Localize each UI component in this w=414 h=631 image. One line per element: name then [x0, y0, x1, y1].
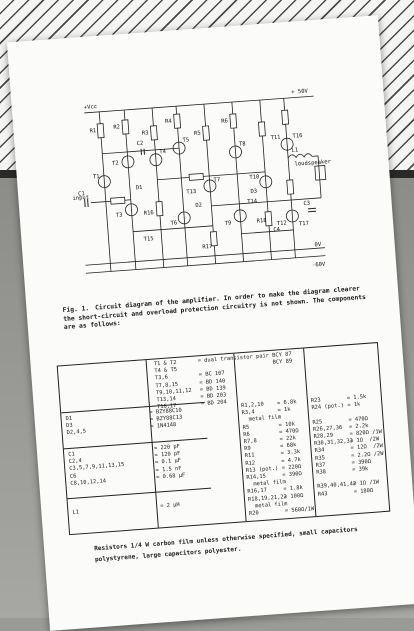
svg-text:R6: R6: [221, 118, 228, 124]
svg-text:T1: T1: [93, 174, 100, 180]
svg-text:T14: T14: [247, 198, 258, 205]
svg-text:T4: T4: [159, 149, 167, 156]
svg-text:T2: T2: [112, 161, 119, 167]
svg-text:D3: D3: [250, 188, 257, 194]
svg-text:R16: R16: [144, 210, 154, 217]
svg-text:D1: D1: [136, 185, 143, 191]
svg-text:+ 50V: + 50V: [291, 88, 309, 95]
svg-text:-60V: -60V: [312, 262, 326, 269]
svg-text:T7: T7: [213, 177, 220, 183]
svg-text:T11: T11: [270, 135, 280, 142]
loudspeaker-symbol: [315, 165, 326, 180]
svg-text:T8: T8: [239, 141, 246, 147]
circuit-svg: +Vcc + 50V input 0V -60V L1 loudspeaker …: [63, 77, 347, 296]
negative-rail: [86, 256, 325, 274]
svg-text:+Vcc: +Vcc: [84, 104, 98, 111]
svg-text:C1: C1: [78, 191, 85, 197]
diode-names: D1 D3 D2,4,5: [65, 415, 86, 438]
components-table: T1 & T2 T4 & T5 T3,6 T7,8,15 T9,10,11,12…: [57, 342, 391, 535]
inductor-value: = 2 µH: [160, 502, 180, 511]
svg-text:R17: R17: [202, 244, 212, 251]
svg-text:R18: R18: [256, 218, 266, 225]
svg-text:T9: T9: [225, 220, 232, 226]
svg-text:C3: C3: [303, 201, 310, 207]
svg-text:T15: T15: [144, 236, 154, 243]
svg-text:L1: L1: [291, 147, 298, 153]
svg-text:R4: R4: [165, 119, 173, 126]
svg-text:R5: R5: [194, 130, 201, 136]
inductor-l1: [288, 153, 312, 158]
svg-text:T10: T10: [249, 174, 259, 181]
svg-text:T5: T5: [182, 137, 189, 143]
resistor-values-right: = 1.5k = 1k = 470Ω = 2.2k = 820Ω /1W = 1…: [347, 393, 387, 496]
capacitor-values: = 220 pF = 120 pF = 0.1 µF = 1.5 nF = 0.…: [154, 444, 186, 482]
svg-text:D2: D2: [195, 203, 202, 209]
svg-text:R1: R1: [89, 128, 96, 134]
circuit-diagram: +Vcc + 50V input 0V -60V L1 loudspeaker …: [63, 77, 347, 296]
svg-text:T17: T17: [299, 221, 309, 228]
figure-label: Fig. 1.: [62, 305, 89, 314]
transistor-names: T1 & T2 T4 & T5 T3,6 T7,8,15 T9,10,11,12…: [154, 359, 193, 412]
svg-text:loudspeaker: loudspeaker: [294, 159, 331, 168]
svg-text:R3: R3: [142, 130, 149, 136]
capacitor-names: C1 C2,4 C3,5,7,9,11,13,15 C6 C8,10,12,14: [68, 448, 126, 488]
positive-rail: [84, 96, 313, 113]
inductor-name: L1: [72, 509, 79, 517]
svg-text:T12: T12: [277, 220, 287, 227]
svg-text:C4: C4: [273, 227, 281, 234]
svg-text:T13: T13: [186, 189, 196, 196]
svg-text:T6: T6: [170, 220, 177, 226]
svg-text:0V: 0V: [314, 242, 322, 249]
svg-text:C2: C2: [136, 141, 143, 147]
document-page: +Vcc + 50V input 0V -60V L1 loudspeaker …: [7, 15, 414, 631]
svg-text:T3: T3: [116, 212, 123, 218]
svg-text:T16: T16: [292, 133, 302, 140]
svg-text:R2: R2: [113, 124, 120, 130]
